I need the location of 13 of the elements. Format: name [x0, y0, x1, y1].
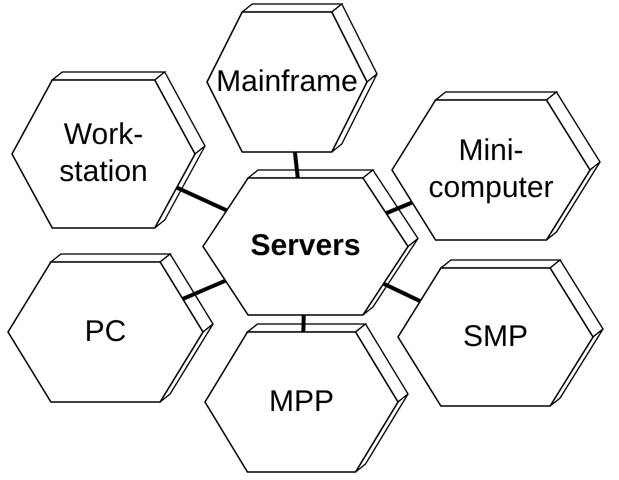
connector-line: [385, 200, 413, 216]
node-label: Mainframe: [216, 64, 358, 100]
connector-line: [182, 278, 226, 301]
node-label: Servers: [250, 228, 361, 264]
connector-line: [382, 282, 422, 303]
node-label: Mini- computer: [427, 133, 555, 206]
node-label: MPP: [268, 384, 334, 420]
node-label: SMP: [462, 318, 528, 355]
connector-line: [176, 186, 228, 212]
node-label: Work- station: [58, 117, 149, 190]
node-label: PC: [84, 314, 126, 350]
connector-line: [292, 152, 300, 178]
connector-line: [301, 314, 306, 332]
